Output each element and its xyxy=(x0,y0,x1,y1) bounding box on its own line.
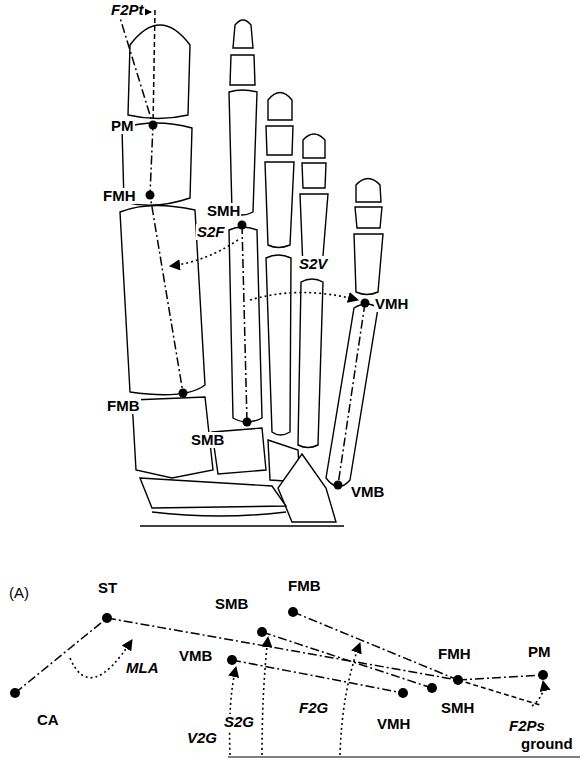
part-label: VMH xyxy=(376,716,411,732)
part-label: VMB xyxy=(178,648,213,664)
part-label: CA xyxy=(36,712,60,728)
part-label: VMB xyxy=(350,484,385,500)
axis-lines xyxy=(15,8,580,757)
part-label: FMB xyxy=(287,578,322,594)
part-label: SMH xyxy=(206,203,241,219)
part-label: S2V xyxy=(298,256,328,272)
foot-bones xyxy=(120,20,383,526)
part-label: SMB xyxy=(214,596,249,612)
part-label: S2G xyxy=(223,714,255,730)
part-label: ST xyxy=(97,580,118,596)
part-label: PM xyxy=(110,118,135,134)
angle-arrows xyxy=(70,12,544,755)
landmark-dots xyxy=(10,121,548,699)
part-label: F2Pt xyxy=(110,2,145,18)
part-label: PM xyxy=(527,644,552,660)
part-label: FMH xyxy=(437,646,472,662)
part-label: F2Ps xyxy=(508,718,546,734)
part-label: S2F xyxy=(196,224,226,240)
part-label: FMH xyxy=(102,188,137,204)
part-label: (A) xyxy=(8,585,30,601)
part-label: SMB xyxy=(190,432,225,448)
part-label: ground xyxy=(520,736,574,752)
part-label: SMH xyxy=(440,700,475,716)
part-label: MLA xyxy=(125,660,160,676)
part-label: F2G xyxy=(298,700,329,716)
part-label: FMB xyxy=(106,398,141,414)
part-label: V2G xyxy=(186,730,218,746)
part-label: VMH xyxy=(374,296,409,312)
